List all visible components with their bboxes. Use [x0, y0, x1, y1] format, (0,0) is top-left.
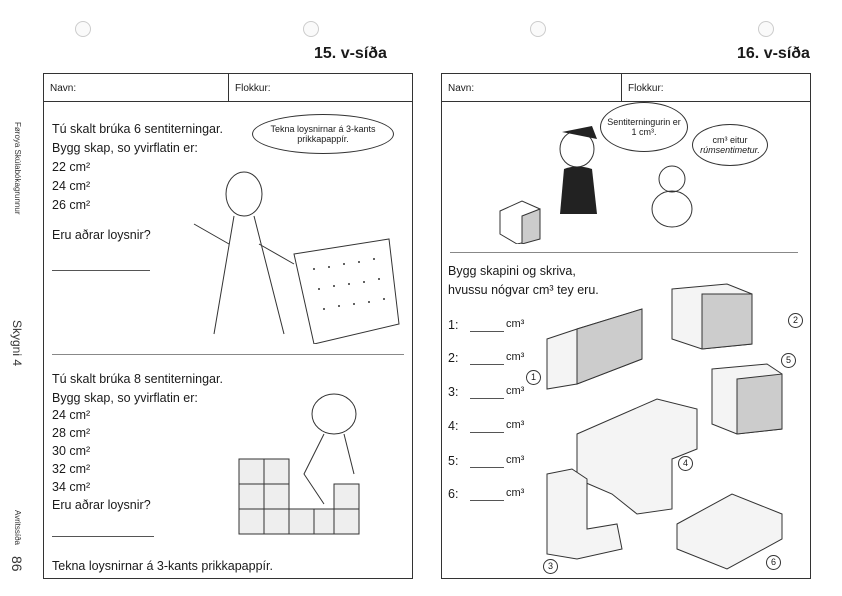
class-label: Flokkur:	[235, 83, 271, 94]
task-option: 32 cm²	[52, 462, 91, 476]
answer-line[interactable]	[470, 364, 504, 365]
cube-stack-illustration	[238, 393, 360, 535]
row-number: 4:	[448, 419, 459, 433]
name-label: Navn:	[50, 83, 77, 94]
row-number: 1:	[448, 318, 459, 332]
row-number: 3:	[448, 385, 459, 399]
divider	[52, 354, 404, 355]
name-label: Navn:	[448, 83, 475, 94]
row-number: 2:	[448, 351, 459, 365]
answer-line[interactable]	[470, 398, 504, 399]
unit: cm³	[506, 351, 525, 363]
task-option: 22 cm²	[52, 160, 91, 174]
task-question: Eru aðrar loysnir?	[52, 228, 151, 242]
bubble-text: rúmsentimetur.	[700, 145, 760, 155]
characters-illustration	[499, 126, 693, 244]
task-text: Tú skalt brúka 6 sentiterningar.	[52, 122, 223, 136]
task-footer: Tekna loysnirnar á 3-kants prikkapappír.	[52, 559, 273, 573]
shape-number-1: 1	[526, 370, 541, 385]
book-title: Skygni 4	[10, 320, 24, 367]
divider	[450, 252, 798, 253]
shape-number-4: 4	[678, 456, 693, 471]
unit: cm³	[506, 318, 525, 330]
shape-number-2: 2	[788, 313, 803, 328]
answer-line[interactable]	[52, 536, 154, 537]
shape-number-5: 5	[781, 353, 796, 368]
task-option: 34 cm²	[52, 480, 91, 494]
cube-figures	[546, 283, 783, 570]
task-option: 26 cm²	[52, 198, 91, 212]
page-number: 86	[9, 556, 25, 572]
right-page-title: 16. v-síða	[737, 45, 810, 62]
binder-hole	[303, 21, 319, 37]
task-text: Bygg skap, so yvirflatin er:	[52, 391, 198, 405]
unit: cm³	[506, 487, 525, 499]
header-row: Navn: Flokkur:	[44, 74, 412, 102]
shape-number-3: 3	[543, 559, 558, 574]
task-option: 24 cm²	[52, 408, 91, 422]
instruction-text: Bygg skapini og skriva,	[448, 264, 576, 278]
class-label: Flokkur:	[628, 83, 664, 94]
speech-bubble: cm³ eitur rúmsentimetur.	[692, 124, 768, 166]
row-number: 6:	[448, 487, 459, 501]
clown-illustration	[193, 171, 400, 344]
binder-hole	[530, 21, 546, 37]
copy-page-label: Avritssíða	[13, 510, 22, 545]
answer-line[interactable]	[52, 270, 150, 271]
task-text: Tú skalt brúka 8 sentiterningar.	[52, 372, 223, 386]
answer-line[interactable]	[470, 331, 504, 332]
task-question: Eru aðrar loysnir?	[52, 498, 151, 512]
speech-bubble: Sentiterningurin er 1 cm³.	[600, 102, 688, 152]
unit: cm³	[506, 454, 525, 466]
unit: cm³	[506, 385, 525, 397]
bubble-text: cm³ eitur	[712, 135, 748, 145]
instruction-text: hvussu nógvar cm³ tey eru.	[448, 283, 599, 297]
binder-hole	[758, 21, 774, 37]
task-option: 30 cm²	[52, 444, 91, 458]
unit: cm³	[506, 419, 525, 431]
task-option: 28 cm²	[52, 426, 91, 440]
publisher-label: Føroya Skúlabókagrunnur	[13, 122, 22, 215]
task-text: Bygg skap, so yvirflatin er:	[52, 141, 198, 155]
answer-line[interactable]	[470, 500, 504, 501]
left-worksheet: Navn: Flokkur: Tú skalt brúka 6 sentiter…	[43, 73, 413, 579]
shape-number-6: 6	[766, 555, 781, 570]
row-number: 5:	[448, 454, 459, 468]
right-worksheet: Navn: Flokkur: Sentiterningurin er 1 cm³…	[441, 73, 811, 579]
answer-line[interactable]	[470, 432, 504, 433]
header-row: Navn: Flokkur:	[442, 74, 810, 102]
answer-line[interactable]	[470, 467, 504, 468]
task-option: 24 cm²	[52, 179, 91, 193]
speech-bubble: Tekna loysnirnar á 3-kants prikkapappír.	[252, 114, 394, 154]
left-page-title: 15. v-síða	[314, 45, 387, 62]
binder-hole	[75, 21, 91, 37]
